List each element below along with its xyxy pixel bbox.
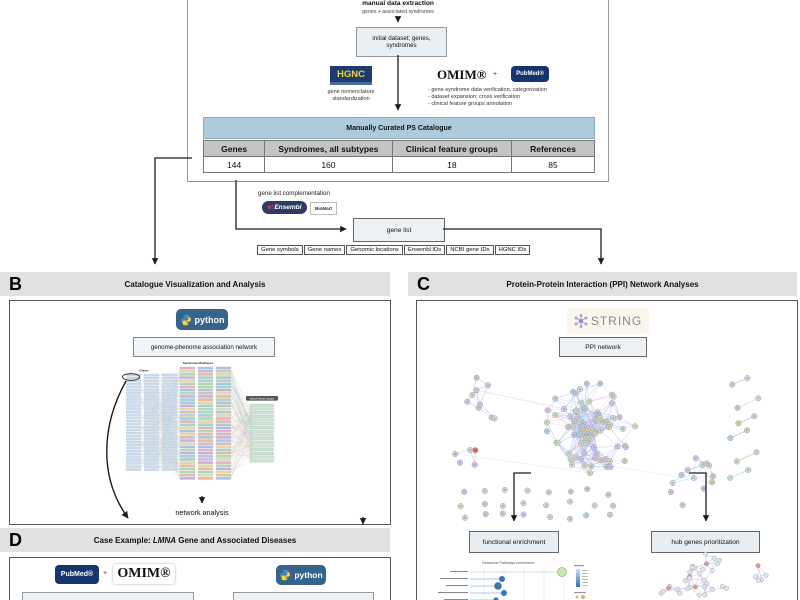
val-genes: 144 xyxy=(204,156,266,172)
extraction-subtitle: genes + associated syndromes xyxy=(362,9,434,15)
initial-dataset-box: initial dataset; genes, syndromes xyxy=(356,27,447,57)
col-syndromes: Syndromes, all subtypes xyxy=(265,141,393,156)
col-references: References xyxy=(512,141,594,156)
pubmed-logo-d: PubMed® xyxy=(55,565,99,584)
section-c-title: Protein-Protein Interaction (PPI) Networ… xyxy=(506,279,699,289)
d-right-box xyxy=(233,592,374,600)
svg-text:Reactome Pathways enrichment: Reactome Pathways enrichment xyxy=(482,561,534,565)
ppi-network-box-text: PPI network xyxy=(585,343,621,351)
svg-text:clinical feature groups: clinical feature groups xyxy=(250,398,275,401)
biomart-text: BioMart xyxy=(314,206,333,211)
extraction-title: manual data extraction xyxy=(362,0,434,7)
python-icon xyxy=(180,314,192,326)
omim-logo-d: OMIM® xyxy=(113,564,175,584)
section-b-title: Catalogue Visualization and Analysis xyxy=(124,279,266,289)
string-web-icon xyxy=(574,314,588,328)
omim-logo-a: OMIM® xyxy=(437,67,487,82)
section-c-letter: C xyxy=(417,273,430,294)
id-genomic-locations: Genomic locations xyxy=(346,245,403,255)
hgnc-logo-text: HGNC xyxy=(337,68,365,80)
catalogue-table-header-row: Genes Syndromes, all subtypes Clinical f… xyxy=(204,141,594,156)
id-hgnc-ids: HGNC IDs xyxy=(494,245,531,255)
omim-logo-d-text: OMIM® xyxy=(117,566,171,581)
assoc-network-box: genome-phenome association network xyxy=(133,337,275,357)
ensembl-name: Ensembl xyxy=(274,204,302,211)
hub-genes-box: hub genes prioritization xyxy=(651,531,760,553)
id-ncbi-gene-ids: NCBI gene IDs xyxy=(446,245,494,255)
section-c-header: C Protein-Protein Interaction (PPI) Netw… xyxy=(408,272,797,296)
section-b-header: B Catalogue Visualization and Analysis xyxy=(0,272,390,296)
pubmed-logo-a: PubMed® xyxy=(511,66,549,82)
hgnc-logo: HGNC xyxy=(330,66,372,85)
section-d-header: D Case Example: LMNA Gene and Associated… xyxy=(0,528,390,552)
initial-dataset-line2: syndromes xyxy=(386,42,417,49)
bullet-3: - clinical feature groups annotation xyxy=(428,101,513,107)
svg-text:Syndromes/Subtypes: Syndromes/Subtypes xyxy=(183,361,214,365)
val-references: 85 xyxy=(512,156,594,172)
bullet-2: - dataset expansion; cross verification xyxy=(428,94,521,100)
string-logo-text: STRING xyxy=(590,314,643,328)
section-d-letter: D xyxy=(9,529,22,550)
section-b-letter: B xyxy=(9,273,22,294)
d-left-box xyxy=(22,592,194,600)
plus-sign-d: + xyxy=(103,570,108,577)
pubmed-logo-d-text: PubMed® xyxy=(60,571,94,578)
assoc-network-box-text: genome-phenome association network xyxy=(150,343,258,351)
catalogue-table-value-row: 144 160 18 85 xyxy=(204,156,594,172)
id-ensembl-ids: Ensembl IDs xyxy=(403,245,446,255)
case-prefix: Case Example: xyxy=(93,535,153,545)
functional-enrichment-box: functional enrichment xyxy=(469,531,559,553)
gene-id-row: Gene symbols Gene names Genomic location… xyxy=(257,245,531,255)
id-gene-symbols: Gene symbols xyxy=(257,245,303,255)
case-gene: LMNA xyxy=(152,535,177,545)
python-logo-b: python xyxy=(176,309,228,330)
enrichment-dotplot-graphic: Reactome Pathways enrichment xyxy=(438,561,588,600)
section-d-title: Case Example: LMNA Gene and Associated D… xyxy=(0,536,390,545)
gene-list-box-text: gene list xyxy=(386,226,412,234)
col-clinical: Clinical feature groups xyxy=(392,141,513,156)
bullet-1: - gene-syndrome data verification, categ… xyxy=(428,87,547,93)
network-analysis-label: network analysis xyxy=(175,508,229,517)
functional-enrichment-text: functional enrichment xyxy=(482,538,546,546)
hub-genes-text: hub genes prioritization xyxy=(671,538,740,546)
val-clinical: 18 xyxy=(392,156,513,172)
catalogue-table: Genes Syndromes, all subtypes Clinical f… xyxy=(203,140,595,173)
python-icon-d xyxy=(279,569,291,581)
hgnc-caption-line1: gene nomenclature xyxy=(327,89,375,95)
ensembl-e: e! xyxy=(267,204,274,211)
ensembl-logo: e! Ensembl xyxy=(262,201,307,214)
biomart-label: BioMart xyxy=(310,202,337,215)
genome-phenome-network-graphic: clinical feature groups Genes Syndromes/Su… xyxy=(125,361,278,480)
ppi-network-box: PPI network xyxy=(559,337,647,357)
omim-bullets: - gene-syndrome data verification, categ… xyxy=(428,87,610,108)
python-logo-b-text: python xyxy=(194,314,225,325)
hgnc-caption-line2: standardization xyxy=(332,96,370,102)
val-syndromes: 160 xyxy=(265,156,393,172)
svg-text:Genes: Genes xyxy=(139,369,149,373)
python-logo-d-text: python xyxy=(294,570,323,580)
case-suffix: Gene and Associated Diseases xyxy=(176,535,297,545)
python-logo-d: python xyxy=(276,565,326,585)
id-gene-names: Gene names xyxy=(303,245,346,255)
string-logo: STRING xyxy=(567,308,649,334)
initial-dataset-line1: initial dataset; genes, xyxy=(372,34,431,42)
catalogue-title-text: Manually Curated PS Catalogue xyxy=(346,124,452,132)
hub-network-graphic xyxy=(658,552,769,598)
col-genes: Genes xyxy=(204,141,266,156)
pubmed-logo-a-text: PubMed® xyxy=(516,71,544,77)
gene-list-complementation-label: gene list complementation xyxy=(258,190,330,197)
plus-sign-a: + xyxy=(493,71,498,78)
ppi-network-graphic xyxy=(452,374,762,522)
gene-list-box: gene list xyxy=(353,218,445,242)
catalogue-title-bar: Manually Curated PS Catalogue xyxy=(203,117,595,139)
hgnc-caption: gene nomenclature standardization xyxy=(313,89,389,103)
